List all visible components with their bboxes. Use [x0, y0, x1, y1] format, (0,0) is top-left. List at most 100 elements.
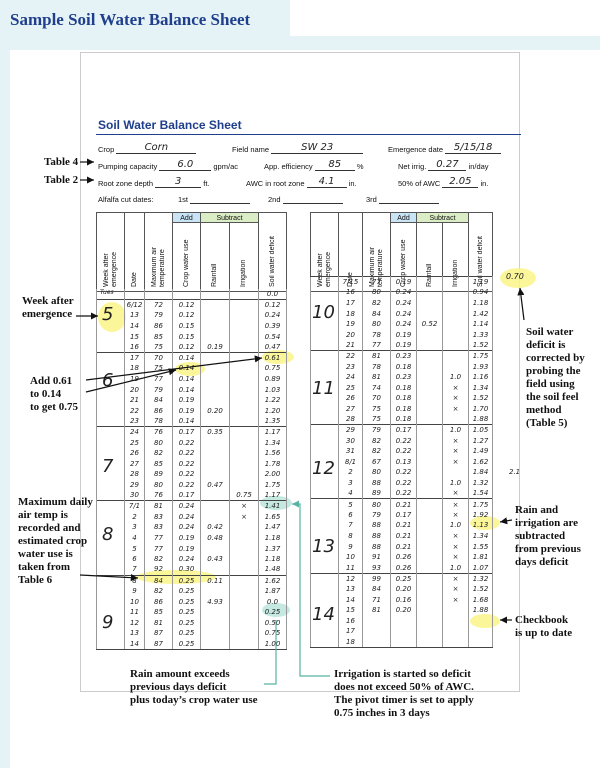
- netirr-field: Net irrig. 0.27 in/day: [398, 160, 489, 171]
- netirr-label: Net irrig.: [398, 162, 427, 171]
- week-5: 5: [102, 304, 114, 325]
- deficit-cell: 0.54: [258, 331, 287, 342]
- week-13: 13: [312, 536, 335, 557]
- cut2-field: 2nd: [268, 195, 343, 204]
- awc-value: 4.1: [306, 177, 347, 188]
- ann-maxtemp-text: Maximum daily air temp is recorded and e…: [18, 496, 93, 586]
- table4-label: Table 4: [44, 156, 79, 168]
- week-6: 6: [102, 370, 114, 391]
- alfalfa-field: Alfalfa cut dates:: [98, 195, 153, 204]
- ann-maxtemp: Maximum daily air temp is recorded and e…: [18, 496, 93, 587]
- deficit-cell: 1.35: [258, 416, 287, 427]
- emergence-label: Emergence date: [388, 145, 444, 154]
- appeff-label: App. efficiency: [264, 162, 313, 171]
- deficit-cell: 1.75: [468, 350, 493, 362]
- deficit-cell: [468, 615, 493, 627]
- deficit-cell: 1.47: [258, 522, 287, 533]
- arrow-add-061: [85, 355, 263, 381]
- deficit-cell: [468, 626, 493, 637]
- deficit-cell: 1.55: [468, 541, 493, 552]
- deficit-cell: 1.17: [258, 490, 287, 501]
- deficit-cell: 1.34: [468, 530, 493, 542]
- deficit-cell: 0.0: [258, 596, 287, 607]
- deficit-cell: 1.33: [468, 329, 493, 341]
- sheet-title: Soil Water Balance Sheet: [98, 118, 242, 132]
- appeff-unit: %: [356, 162, 364, 171]
- deficit-cell: 1.14: [468, 318, 493, 330]
- awc-label: AWC in root zone: [246, 179, 305, 188]
- deficit-cell: 1.48: [258, 564, 287, 576]
- deficit-cell: 1.41: [258, 500, 287, 512]
- ann-add-text: Add 0.61 to 0.14 to get 0.75: [30, 375, 78, 413]
- deficit-cell: 1.00: [258, 638, 287, 650]
- awc-field: AWC in root zone 4.1 in.: [246, 177, 357, 188]
- deficit-cell: 2.00: [258, 469, 287, 480]
- appeff-field: App. efficiency 85 %: [264, 160, 364, 171]
- week-11: 11: [312, 378, 335, 399]
- ann-add: Add 0.61 to 0.14 to get 0.75: [30, 375, 78, 414]
- deficit-cell: 1.37: [258, 543, 287, 554]
- deficit-cell: 1.03: [258, 384, 287, 395]
- arrow-rain-irr: [499, 517, 513, 525]
- arrow-maxtemp: [79, 574, 139, 582]
- appeff-value: 85: [314, 160, 355, 171]
- frame-left-bar: [0, 36, 10, 768]
- deficit-cell: 1.70: [468, 403, 493, 415]
- deficit-cell: 0.39: [258, 320, 287, 332]
- deficit-cell: 1.75: [468, 498, 493, 510]
- deficit-cell: 0.75: [258, 628, 287, 639]
- deficit-cell: 1.32: [468, 477, 493, 489]
- deficit-cell: 1.54: [468, 488, 493, 499]
- deficit-cell: 1.62: [258, 574, 287, 586]
- emergence-value: 5/15/18: [445, 143, 502, 154]
- week-12: 12: [312, 458, 335, 479]
- hdr-maxtemp: Maximum air temperature: [144, 212, 173, 292]
- deficit-cell: 1.78: [258, 458, 287, 470]
- deficit-cell: 1.87: [258, 585, 287, 597]
- deficit-cell: 1.56: [258, 447, 287, 459]
- crop-value: Corn: [116, 143, 197, 154]
- deficit-cell: 0.89: [258, 373, 287, 385]
- table-row: 17: [310, 626, 493, 637]
- week-10: 10: [312, 302, 335, 323]
- root-unit: ft.: [203, 179, 210, 188]
- deficit-cell: 1.34: [258, 437, 287, 448]
- ann-week-after: Week after emergence: [22, 295, 74, 321]
- alfalfa-label: Alfalfa cut dates:: [98, 195, 154, 204]
- deficit-cell: 1.19: [468, 276, 493, 288]
